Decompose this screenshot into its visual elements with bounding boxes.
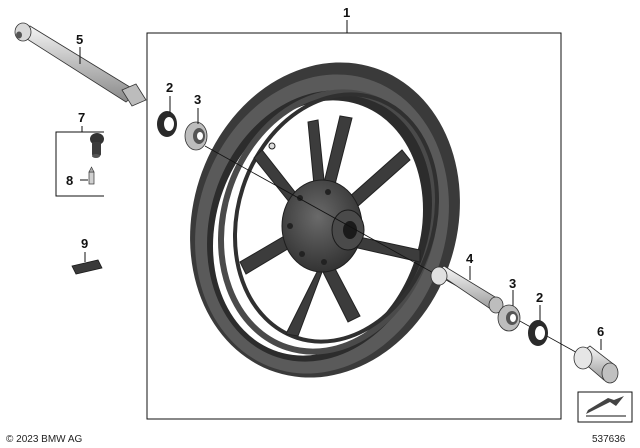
- part-bearing-right: [497, 304, 521, 332]
- leader-lines: [79, 20, 602, 350]
- callout-9: 9: [81, 236, 88, 251]
- callout-7: 7: [78, 110, 85, 125]
- image-number: 537636: [592, 434, 626, 445]
- part-valve: [90, 133, 104, 158]
- part-collar: [573, 345, 619, 384]
- callout-numbers: 1 2 3 5 7 8 9 4 3 2 6: [66, 5, 604, 339]
- part-bearing-left: [184, 121, 208, 151]
- callout-5: 5: [76, 32, 83, 47]
- part-seal-ring-right: [528, 320, 548, 346]
- part-balance-weight: [71, 259, 103, 275]
- orientation-symbol: [577, 391, 633, 423]
- copyright-text: © 2023 BMW AG: [6, 434, 83, 445]
- callout-4: 4: [466, 251, 474, 266]
- callout-2-left: 2: [166, 80, 173, 95]
- callout-2-right: 2: [536, 290, 543, 305]
- rim-wheel: [190, 62, 460, 378]
- part-axle: [14, 22, 147, 107]
- callout-6: 6: [597, 324, 604, 339]
- part-spacer-sleeve: [430, 265, 504, 314]
- wheel-frame: [146, 32, 562, 420]
- callout-3-right: 3: [509, 276, 516, 291]
- part-valve-core: [88, 166, 95, 185]
- valve-group-bracket: [55, 131, 62, 197]
- part-seal-ring-left: [157, 111, 177, 137]
- callout-3-left: 3: [194, 92, 201, 107]
- axis-line: [204, 145, 591, 361]
- callout-8: 8: [66, 173, 73, 188]
- callout-1: 1: [343, 5, 350, 20]
